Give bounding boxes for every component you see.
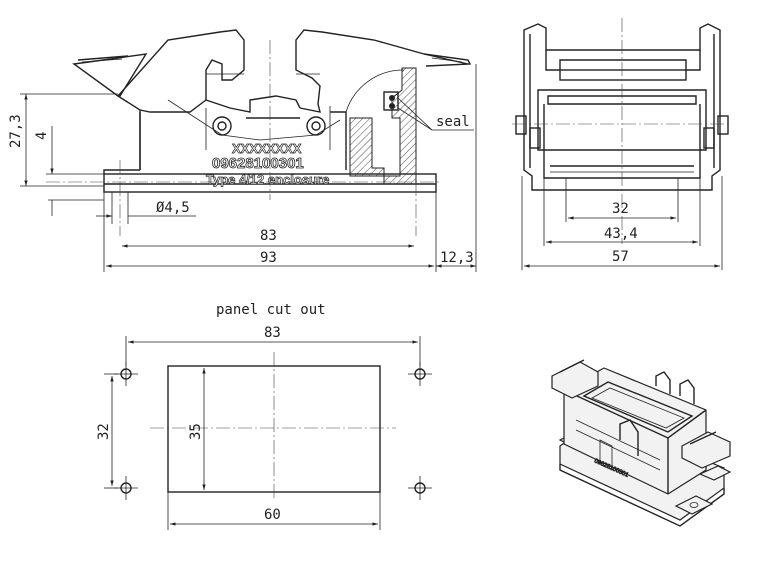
dim-overall-length: 93 bbox=[260, 250, 277, 266]
dim-front-body: 43,4 bbox=[604, 226, 638, 242]
isometric-view: 09628100301 bbox=[551, 359, 732, 527]
dim-cutout-hole-pitch-x: 83 bbox=[264, 325, 281, 341]
marking-line3: Type 4/12 enclosure bbox=[206, 172, 329, 187]
dim-front-inner: 32 bbox=[612, 201, 629, 217]
dim-hole-pitch: 83 bbox=[260, 228, 277, 244]
panel-cutout-view: panel cut out 83 bbox=[96, 302, 432, 530]
seal-label: seal bbox=[436, 114, 470, 130]
dim-height-total: 27,3 bbox=[8, 114, 24, 148]
dim-hole-diameter: Ø4,5 bbox=[156, 200, 190, 216]
panel-cutout-title: panel cut out bbox=[216, 302, 326, 318]
mount-hole-br bbox=[408, 476, 432, 500]
side-view: seal XXXXXXXX 09628100301 Type 4/12 encl… bbox=[8, 29, 477, 272]
marking-line2: 09628100301 bbox=[212, 155, 304, 172]
dim-height-flange: 4 bbox=[34, 132, 50, 140]
front-view: 32 43,4 57 bbox=[512, 18, 732, 270]
dim-cutout-opening-width: 60 bbox=[264, 507, 281, 523]
dim-front-overall: 57 bbox=[612, 249, 629, 265]
marking-line1: XXXXXXXX bbox=[232, 141, 302, 156]
dim-latch-offset: 12,3 bbox=[440, 250, 474, 266]
dim-cutout-hole-pitch-y: 32 bbox=[96, 423, 112, 440]
dim-cutout-opening-height: 35 bbox=[188, 423, 204, 440]
